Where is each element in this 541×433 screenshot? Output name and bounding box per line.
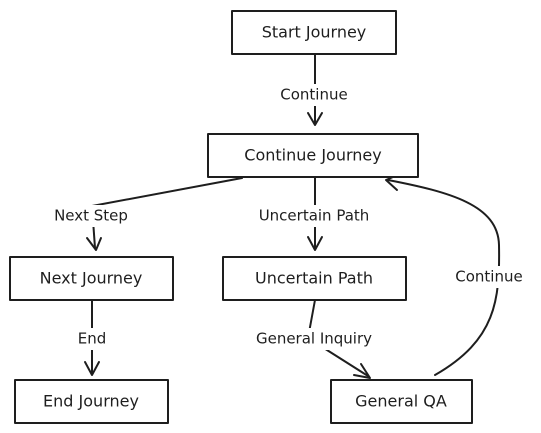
edge-label-text: General Inquiry	[256, 330, 372, 348]
node-label: Start Journey	[262, 23, 367, 42]
edge-label-next-to-end: End	[70, 328, 114, 350]
edge-label-uncertain-to-qa: General Inquiry	[236, 328, 392, 350]
node-label: Uncertain Path	[255, 269, 373, 288]
node-continue-journey: Continue Journey	[207, 133, 419, 178]
node-general-qa: General QA	[330, 379, 473, 424]
edge-label-text: Continue	[455, 268, 522, 286]
edge-label-text: Continue	[280, 86, 347, 104]
node-end-journey: End Journey	[14, 379, 169, 424]
node-label: Continue Journey	[244, 146, 381, 165]
edge-label-text: End	[78, 330, 107, 348]
edge-label-start-to-continue: Continue	[268, 84, 360, 106]
node-label: General QA	[355, 392, 447, 411]
node-label: Next Journey	[40, 269, 143, 288]
node-next-journey: Next Journey	[9, 256, 174, 301]
node-start-journey: Start Journey	[231, 10, 397, 55]
edge-label-qa-to-continue: Continue	[444, 266, 534, 288]
edge-label-text: Next Step	[54, 207, 128, 225]
edge-label-continue-to-next: Next Step	[37, 205, 147, 227]
edge-label-text: Uncertain Path	[259, 207, 370, 225]
node-label: End Journey	[43, 392, 139, 411]
edge-label-continue-to-uncertain: Uncertain Path	[234, 205, 394, 227]
node-uncertain-path: Uncertain Path	[222, 256, 407, 301]
